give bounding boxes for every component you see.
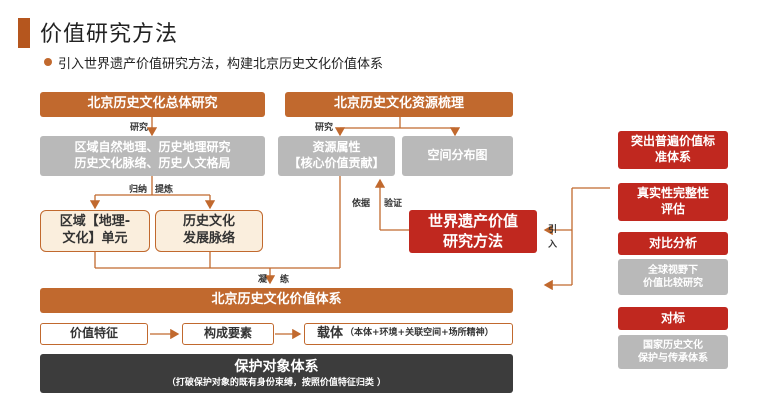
value-feature-box: 价值特征 — [40, 323, 148, 345]
outstanding-line2: 准体系 — [654, 150, 691, 164]
region-unit-box: 区域【地理- 文化】单元 — [40, 210, 150, 252]
world-heritage-line1: 世界遗产价值 — [427, 212, 518, 230]
authenticity-integrity-box: 真实性完整性 评估 — [618, 183, 728, 221]
comparative-analysis-box: 对比分析 — [618, 232, 728, 255]
authenticity-line2: 评估 — [660, 202, 685, 216]
label-condense-2: 练 — [280, 275, 290, 285]
label-import-2: 入 — [548, 240, 558, 250]
spatial-distribution-box: 空间分布图 — [402, 136, 513, 176]
resource-attribute-line1: 资源属性 — [312, 140, 361, 155]
world-heritage-line2: 研究方法 — [442, 231, 503, 250]
protection-detail: （打破保护对象的既有身份束缚，按照价值特征归类 ） — [166, 377, 387, 388]
global-view-line2: 价值比较研究 — [643, 278, 703, 289]
overall-research-box: 北京历史文化总体研究 — [40, 92, 265, 117]
label-import-1: 引 — [548, 225, 558, 235]
authenticity-line1: 真实性完整性 — [636, 186, 709, 201]
label-verify: 验证 — [384, 199, 403, 209]
global-comparison-box: 全球视野下 价值比较研究 — [618, 259, 728, 295]
protection-system-box: 保护对象体系 （打破保护对象的既有身份束缚，按照价值特征归类 ） — [40, 354, 513, 393]
carrier-detail: （本体+环境+关联空间+场所精神） — [345, 328, 494, 339]
protection-title: 保护对象体系 — [234, 358, 319, 375]
national-line1: 国家历史文化 — [643, 340, 703, 351]
label-basis: 依据 — [352, 199, 371, 209]
bullet-dot — [44, 58, 52, 66]
regional-geography-line1: 区域自然地理、历史地理研究 — [74, 140, 231, 155]
regional-geography-line2: 历史文化脉络、历史人文格局 — [74, 156, 231, 170]
carrier-box: 载体 （本体+环境+关联空间+场所精神） — [304, 323, 513, 345]
outstanding-line1: 突出普遍价值标 — [630, 134, 715, 149]
label-induce: 归纳 — [129, 185, 148, 195]
resource-review-box: 北京历史文化资源梳理 — [285, 92, 513, 117]
outstanding-universal-value-box: 突出普遍价值标 准体系 — [618, 131, 728, 169]
history-context-line1: 历史文化 — [182, 214, 235, 230]
regional-geography-box: 区域自然地理、历史地理研究 历史文化脉络、历史人文格局 — [40, 136, 265, 176]
carrier-label: 载体 — [317, 325, 344, 341]
label-condense-1: 凝 — [258, 275, 268, 285]
region-unit-line2: 文化】单元 — [62, 231, 128, 246]
global-view-line1: 全球视野下 — [648, 265, 698, 276]
region-unit-line1: 区域【地理- — [59, 214, 131, 230]
national-line2: 保护与传承体系 — [638, 353, 708, 364]
value-system-bar: 北京历史文化价值体系 — [40, 288, 513, 313]
page-subtitle: 引入世界遗产价值研究方法，构建北京历史文化价值体系 — [58, 57, 384, 72]
page-title: 价值研究方法 — [40, 22, 179, 47]
label-research-left: 研究 — [130, 123, 149, 133]
resource-attribute-line2: 【核心价值贡献】 — [288, 156, 385, 170]
benchmark-box: 对标 — [618, 307, 728, 330]
resource-attribute-box: 资源属性 【核心价值贡献】 — [278, 136, 395, 176]
history-context-box: 历史文化 发展脉络 — [155, 210, 263, 252]
title-accent-bar — [18, 18, 30, 48]
national-protection-box: 国家历史文化 保护与传承体系 — [618, 335, 728, 369]
history-context-line2: 发展脉络 — [182, 231, 235, 246]
components-box: 构成要素 — [182, 323, 274, 345]
label-research-right: 研究 — [315, 123, 334, 133]
label-extract: 提炼 — [155, 185, 174, 195]
world-heritage-method-box: 世界遗产价值 研究方法 — [409, 210, 537, 253]
